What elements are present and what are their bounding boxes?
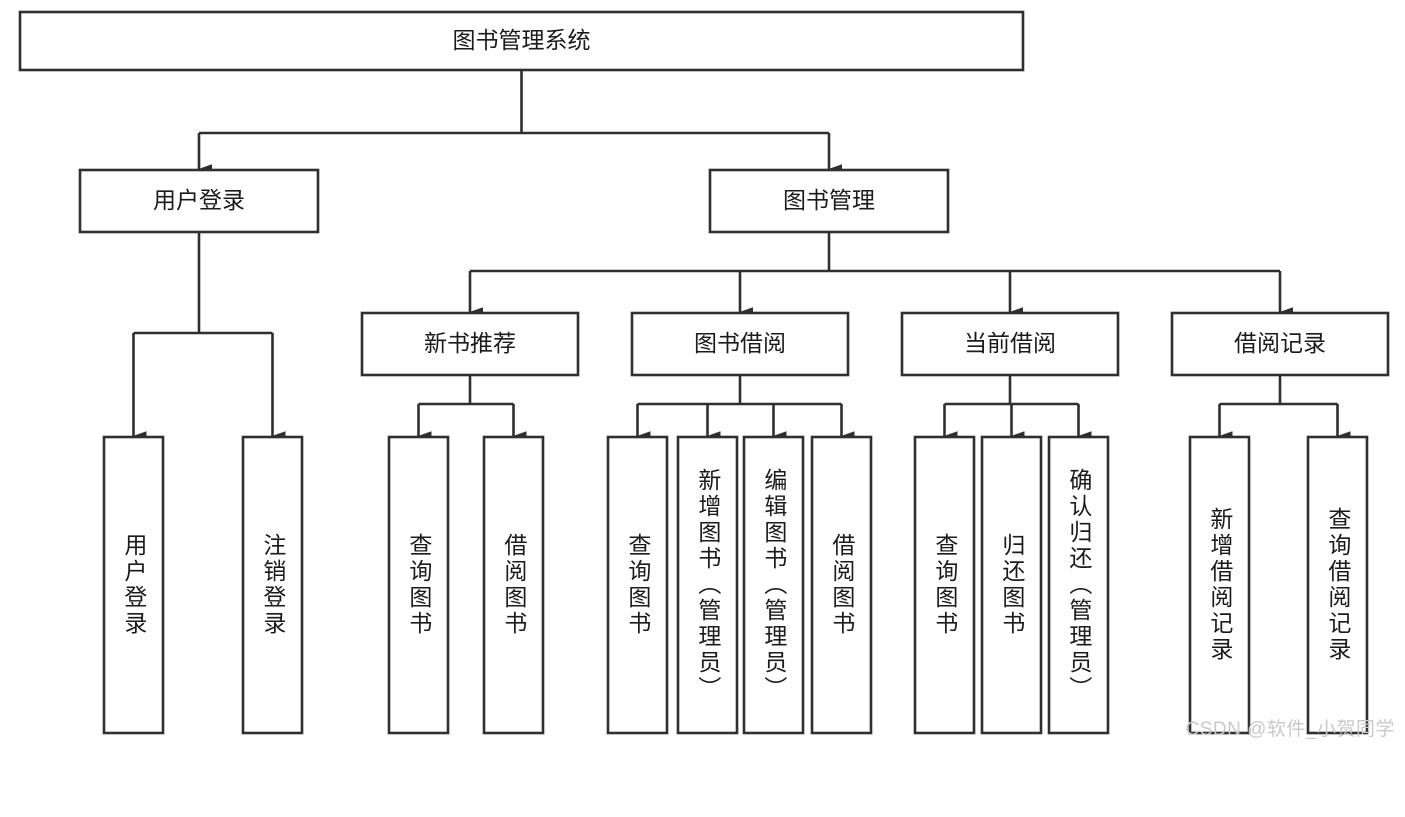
node-leaf-edit-book[interactable] xyxy=(742,435,805,735)
node-label: 图书借阅 xyxy=(694,330,786,356)
node-leaf-query-record[interactable] xyxy=(1306,435,1369,735)
node-label: 借阅记录 xyxy=(1234,330,1326,356)
node-label: 用户登录 xyxy=(153,187,245,213)
csdn-watermark: CSDN @软件_小贺同学 xyxy=(1185,719,1395,740)
node-boxes-layer xyxy=(18,10,1390,735)
node-label: 图书管理 xyxy=(783,187,875,213)
node-leaf-query-book-borrow[interactable] xyxy=(606,435,669,735)
node-label: 当前借阅 xyxy=(964,330,1056,356)
node-leaf-logout[interactable] xyxy=(241,435,304,735)
node-leaf-confirm-return[interactable] xyxy=(1047,435,1110,735)
node-label: 图书管理系统 xyxy=(453,27,591,53)
node-leaf-borrow-book-rec[interactable] xyxy=(482,435,545,735)
diagram-canvas: 图书管理系统用户登录图书管理新书推荐图书借阅当前借阅借阅记录 用户登录注销登录查… xyxy=(18,10,1395,740)
node-leaf-query-book-current[interactable] xyxy=(913,435,976,735)
node-current-borrow[interactable] xyxy=(900,311,1120,377)
node-new-book-rec[interactable] xyxy=(360,311,580,377)
node-leaf-add-record[interactable] xyxy=(1188,435,1251,735)
node-leaf-return-book[interactable] xyxy=(980,435,1043,735)
node-leaf-user-login[interactable] xyxy=(102,435,165,735)
connectors-layer xyxy=(132,70,1351,441)
node-leaf-add-book[interactable] xyxy=(676,435,739,735)
node-borrow-record[interactable] xyxy=(1170,311,1390,377)
node-user-login[interactable] xyxy=(78,168,320,234)
node-book-borrow[interactable] xyxy=(630,311,850,377)
node-leaf-query-book-rec[interactable] xyxy=(387,435,450,735)
node-book-manage[interactable] xyxy=(708,168,950,234)
node-label: 新书推荐 xyxy=(424,330,516,356)
node-leaf-borrow-book[interactable] xyxy=(810,435,873,735)
node-root-root[interactable] xyxy=(18,10,1025,72)
